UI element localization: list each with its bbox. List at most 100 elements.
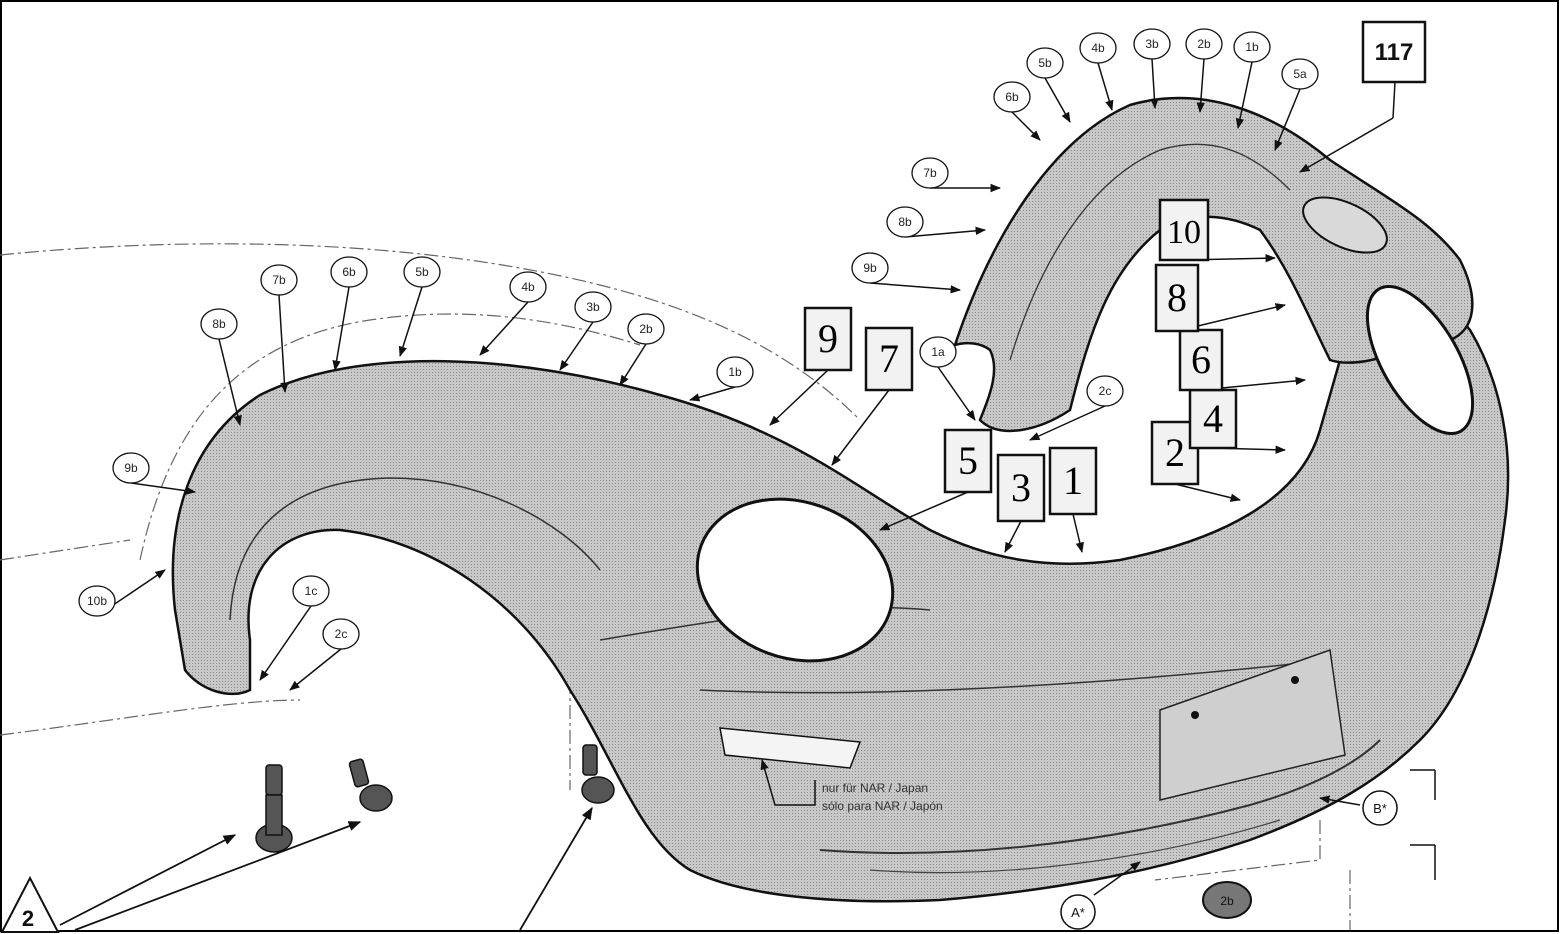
note-line-2: sólo para NAR / Japón bbox=[822, 799, 943, 813]
bottom-clip: 2b bbox=[1202, 881, 1252, 919]
callout-label: 5b bbox=[1038, 56, 1052, 70]
callout-label: 1b bbox=[728, 365, 742, 379]
callout-bubble bbox=[993, 81, 1031, 113]
side-marker-opening bbox=[719, 727, 862, 769]
upper-callout-1a: 1a bbox=[919, 336, 976, 421]
callout-bubble bbox=[886, 206, 924, 238]
box-leader bbox=[769, 369, 829, 426]
callout-label: 1a bbox=[931, 345, 945, 359]
callout-leader bbox=[559, 321, 594, 371]
callout-label: 8b bbox=[898, 215, 912, 229]
upper-callout-3b: 3b bbox=[1133, 28, 1171, 110]
lower-callout-3b: 3b bbox=[559, 291, 612, 371]
callout-leader bbox=[259, 605, 312, 681]
upper-callout-5a: 5a bbox=[1274, 58, 1319, 151]
part-number-box: 117 bbox=[1299, 20, 1427, 173]
callout-label: 1c bbox=[305, 584, 318, 598]
callout-leader bbox=[218, 338, 242, 427]
callout-bubble bbox=[403, 256, 441, 288]
callout-leader bbox=[869, 282, 962, 294]
callout-leader bbox=[278, 294, 289, 394]
callout-bubble bbox=[1133, 28, 1171, 60]
callout-label: 2c bbox=[335, 627, 348, 641]
lower-callout-6b: 6b bbox=[330, 256, 368, 372]
upper-callout-4b: 4b bbox=[1079, 32, 1117, 112]
callout-leader bbox=[398, 286, 423, 358]
callout-label: 1b bbox=[1245, 40, 1259, 54]
upper-callout-9b: 9b bbox=[851, 252, 962, 294]
lower-callout-9b: 9b bbox=[112, 452, 197, 495]
numbered-box-4: 4 bbox=[1188, 388, 1287, 454]
callout-bubble bbox=[919, 336, 957, 368]
box-number: 5 bbox=[958, 438, 978, 483]
numbered-box-3: 3 bbox=[996, 453, 1046, 553]
callout-bubble bbox=[627, 313, 665, 345]
guide-lines bbox=[0, 243, 1351, 930]
numbered-box-8: 8 bbox=[1154, 263, 1287, 333]
callout-bubble bbox=[292, 575, 330, 607]
numbered-box-7: 7 bbox=[831, 326, 914, 466]
callout-bubble bbox=[1079, 32, 1117, 64]
callout-leader bbox=[904, 226, 987, 238]
screws bbox=[255, 744, 615, 853]
callout-label: 6b bbox=[1005, 90, 1019, 104]
callout-bubble bbox=[322, 618, 360, 650]
callout-bubble bbox=[911, 157, 949, 189]
callout-label: 6b bbox=[342, 265, 356, 279]
callout-bubble bbox=[330, 256, 368, 288]
callout-leader bbox=[1196, 58, 1205, 114]
callout-label: 8b bbox=[212, 317, 226, 331]
callout-label: 7b bbox=[923, 166, 937, 180]
lower-callout-8b: 8b bbox=[200, 308, 242, 427]
screw-2 bbox=[348, 758, 393, 812]
box-number: 6 bbox=[1191, 337, 1211, 382]
box-frame bbox=[943, 428, 993, 494]
box-number: 2 bbox=[1165, 430, 1185, 475]
svg-text:2: 2 bbox=[22, 906, 34, 931]
nar-japan-note: nur für NAR / Japan sólo para NAR / Japó… bbox=[760, 758, 943, 813]
box-number: 4 bbox=[1203, 396, 1223, 441]
lower-callout-4b: 4b bbox=[479, 271, 547, 356]
ref-label-a: A* bbox=[1071, 905, 1085, 920]
callout-leader bbox=[937, 366, 976, 421]
callout-bubble bbox=[574, 291, 612, 323]
box-frame bbox=[864, 326, 914, 392]
callout-leader bbox=[1044, 77, 1071, 123]
callout-leader bbox=[1097, 62, 1114, 112]
callout-bubble bbox=[1086, 375, 1124, 407]
box-frame bbox=[996, 453, 1046, 523]
ref-label-b: B* bbox=[1373, 801, 1387, 816]
part-number-label: 117 bbox=[1375, 39, 1414, 66]
box-leader bbox=[879, 491, 969, 531]
callout-leader bbox=[130, 482, 197, 495]
numbered-box-5: 5 bbox=[879, 428, 993, 531]
lower-callout-5b: 5b bbox=[398, 256, 441, 358]
callout-label: 3b bbox=[1145, 37, 1159, 51]
box-leader bbox=[1072, 513, 1084, 554]
upper-callout-6b: 6b bbox=[993, 81, 1041, 141]
callout-leader bbox=[479, 301, 529, 356]
numbered-box-9: 9 bbox=[769, 306, 853, 426]
upper-callout-7b: 7b bbox=[911, 157, 1002, 193]
lower-callout-7b: 7b bbox=[260, 264, 298, 394]
callout-bubble bbox=[112, 452, 150, 484]
box-number: 3 bbox=[1011, 465, 1031, 510]
callout-bubble bbox=[1185, 28, 1223, 60]
callout-label: 4b bbox=[521, 280, 535, 294]
lower-callout-10b: 10b bbox=[78, 569, 166, 617]
callout-label: 7b bbox=[272, 273, 286, 287]
box-frame bbox=[803, 306, 853, 372]
box-number: 10 bbox=[1167, 214, 1201, 251]
screw-1 bbox=[255, 764, 293, 853]
callout-bubble bbox=[716, 356, 754, 388]
bottom-clip-label: 2b bbox=[1220, 894, 1234, 908]
lower-callout-2c: 2c bbox=[289, 618, 360, 691]
upper-callout-1b: 1b bbox=[1233, 31, 1271, 130]
callout-label: 3b bbox=[586, 300, 600, 314]
callout-leader bbox=[1274, 88, 1301, 151]
callout-leader bbox=[619, 343, 647, 386]
callout-leader bbox=[332, 286, 350, 372]
